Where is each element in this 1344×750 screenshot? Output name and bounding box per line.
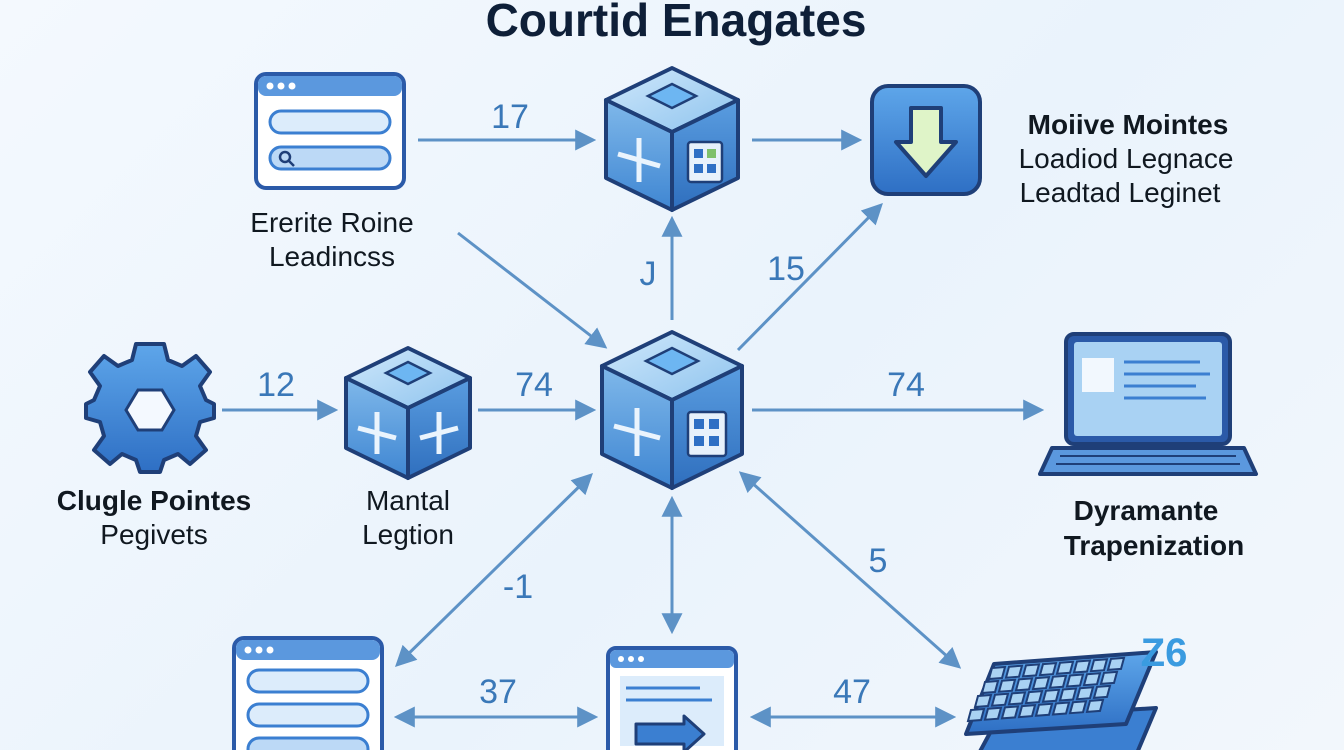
download-line2: Leadtad Leginet (1020, 177, 1221, 208)
edge-label-j: J (640, 255, 657, 293)
keyboard-key (1014, 677, 1034, 692)
keyboard-key (1055, 660, 1075, 675)
arrow-browser-to-center (457, 231, 608, 349)
keyboard-key (1085, 698, 1105, 714)
keyboard-key (1038, 661, 1058, 677)
keyboard-key (1048, 674, 1068, 689)
keyboard-key (1024, 689, 1044, 705)
keyboard-key (1106, 656, 1126, 672)
edge-label-37: 37 (479, 673, 517, 711)
keyboard-key (1075, 686, 1095, 701)
keyboard-key (1065, 673, 1085, 688)
arrow-center-to-download (736, 203, 883, 352)
gear-label-line2: Pegivets (100, 519, 207, 550)
gear-icon (84, 342, 216, 474)
document-window-icon (606, 646, 738, 750)
browser-label-line2: Leadincss (269, 241, 395, 272)
edge-label-74-right: 74 (887, 366, 925, 404)
edge-label-minus-1: -1 (503, 568, 533, 606)
browser-window-icon-bottom (232, 636, 384, 750)
keyboard-key (973, 693, 993, 709)
keyboard-key (1041, 688, 1061, 703)
laptop-icon (1038, 332, 1258, 476)
laptop-label-line2: Trapenization (1064, 530, 1244, 561)
cube-left-label-line2: Legtion (362, 519, 454, 550)
edge-label-15: 15 (767, 250, 805, 288)
cube-icon-top (604, 66, 740, 212)
keyboard-icon (964, 650, 1158, 750)
keyboard-tag: Z6 (1141, 631, 1188, 675)
download-title: Moiive Mointes (1028, 109, 1229, 140)
arrow-center-browser-bottom (394, 473, 594, 667)
edge-label-5: 5 (869, 542, 888, 580)
cube-left-label-line1: Mantal (366, 485, 450, 516)
keyboard-key (987, 665, 1007, 681)
keyboard-key (1089, 658, 1109, 673)
keyboard-key (1034, 702, 1054, 717)
keyboard-key (1031, 675, 1051, 691)
download-icon (870, 84, 982, 196)
edges (222, 129, 1045, 728)
download-line1: Loadiod Legnace (1019, 143, 1234, 174)
keyboard-key (997, 678, 1017, 693)
keyboard-key (966, 707, 986, 723)
keyboard-key (1000, 705, 1020, 720)
keyboard-key (1058, 687, 1078, 702)
keyboard-key (1021, 663, 1041, 678)
keyboard-key (1092, 684, 1112, 700)
keyboard-key (1072, 659, 1092, 674)
keyboard-key (1099, 670, 1119, 686)
keyboard-key (1068, 700, 1088, 715)
keyboard-key (990, 692, 1010, 707)
keyboard-key (980, 679, 1000, 695)
arrow-center-keyboard (738, 471, 962, 669)
keyboard-key (983, 706, 1003, 721)
cube-icon-left (344, 346, 472, 480)
diagram-title: Courtid Enagates (486, 0, 867, 46)
browser-window-icon (254, 72, 406, 190)
edge-labels: 17 J 15 12 74 74 -1 5 37 47 (257, 98, 925, 711)
keyboard-key (1007, 691, 1027, 706)
gear-label-line1: Clugle Pointes (57, 485, 251, 516)
edge-label-12: 12 (257, 366, 295, 404)
laptop-label-line1: Dyramante (1074, 495, 1219, 526)
keyboard-key (1051, 701, 1071, 716)
browser-label-line1: Ererite Roine (250, 207, 413, 238)
keyboard-key (1082, 672, 1102, 687)
keyboard-key (1004, 664, 1024, 679)
keyboard-key (1017, 703, 1037, 719)
edge-label-17: 17 (491, 98, 529, 136)
cube-icon-center (600, 330, 744, 490)
edge-label-74-left: 74 (515, 366, 553, 404)
edge-label-47: 47 (833, 673, 871, 711)
